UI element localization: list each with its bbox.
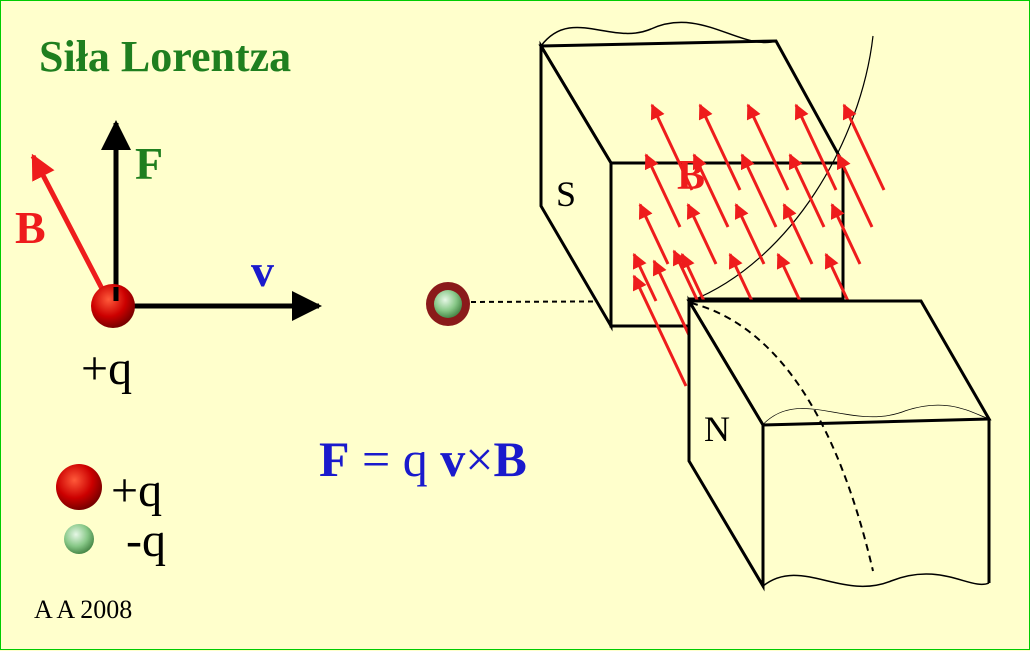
velocity-label: v: [251, 245, 274, 296]
field-arrow: [842, 103, 886, 191]
magnet-north-pole: N: [686, 295, 992, 592]
charge-label: +q: [81, 342, 132, 395]
field-arrow: [638, 203, 670, 265]
field-arrow: [632, 274, 688, 387]
page-title: Siła Lorentza: [39, 32, 291, 81]
particle-ball: [434, 290, 462, 318]
field-arrow: [830, 203, 862, 265]
force-label: F: [135, 138, 163, 189]
field-arrow: [650, 103, 694, 191]
legend-positive-label: +q: [111, 464, 162, 517]
lorentz-formula: F = q v×B: [319, 431, 527, 487]
field-arrow: [692, 153, 730, 228]
field-arrow: [788, 153, 826, 228]
formula-eq: = q: [350, 431, 441, 487]
field-arrow: [746, 103, 790, 191]
formula-v: v: [440, 431, 465, 487]
magnet-field-label: B: [677, 153, 705, 199]
legend-positive-ball: [56, 464, 102, 510]
south-pole-label: S: [556, 174, 576, 214]
field-arrow: [728, 252, 754, 302]
field-arrow: [740, 153, 778, 228]
field-arrow: [782, 203, 814, 265]
positive-charge-ball: [91, 284, 135, 328]
charge-legend: +q -q: [56, 464, 166, 567]
legend-negative-ball: [64, 524, 94, 554]
legend-negative-label: -q: [126, 514, 166, 567]
field-arrow: [824, 252, 850, 302]
field-arrow: [734, 203, 766, 265]
field-label: B: [15, 202, 46, 253]
field-vector-arrow: [30, 153, 114, 308]
formula-B: B: [493, 431, 526, 487]
credit-text: A A 2008: [34, 595, 132, 624]
vector-diagram: F B v +q: [15, 120, 322, 395]
field-arrow: [644, 153, 682, 228]
positive-trajectory: [690, 302, 874, 572]
north-pole-label: N: [704, 409, 730, 449]
field-arrow: [686, 203, 718, 265]
formula-F: F: [319, 431, 350, 487]
field-arrow: [836, 153, 874, 228]
field-arrow: [776, 252, 802, 302]
field-arrow: [794, 103, 838, 191]
negative-trajectory: [690, 35, 874, 302]
formula-cross: ×: [465, 431, 493, 487]
field-arrow: [698, 103, 742, 191]
